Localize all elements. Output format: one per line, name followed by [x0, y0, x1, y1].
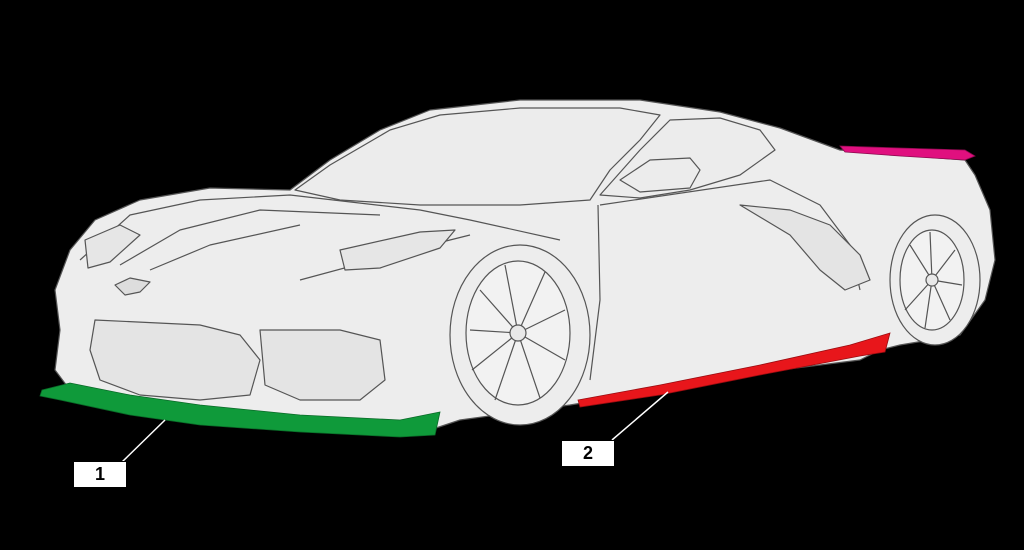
rear-spoiler	[839, 145, 976, 161]
headlight-left	[84, 224, 141, 269]
callout-label-1: 1	[73, 461, 127, 488]
side-skirt	[577, 332, 891, 408]
front-wheel	[449, 244, 591, 426]
rear-hub	[925, 273, 939, 287]
rear-spokes	[904, 231, 963, 329]
front-splitter	[39, 382, 441, 438]
leader-line-1	[121, 419, 166, 463]
logo	[114, 277, 151, 296]
rear-rim-spokes	[904, 231, 963, 329]
headlight-right	[339, 229, 456, 271]
front-hub	[509, 324, 527, 342]
front-intake	[89, 319, 261, 401]
side-mirror	[619, 157, 701, 193]
front-spokes	[469, 264, 566, 401]
callout-label-1-text: 1	[94, 464, 105, 484]
hood-lines	[79, 194, 561, 281]
callout-label-2: 2	[561, 440, 615, 467]
callout-label-2-text: 2	[582, 443, 593, 463]
front-rim-spokes	[469, 264, 566, 401]
leader-line-2	[611, 391, 669, 441]
side-intake	[259, 329, 386, 401]
windshield	[294, 107, 661, 206]
rear-wheel	[889, 214, 981, 346]
rear-side-intake	[739, 204, 871, 291]
